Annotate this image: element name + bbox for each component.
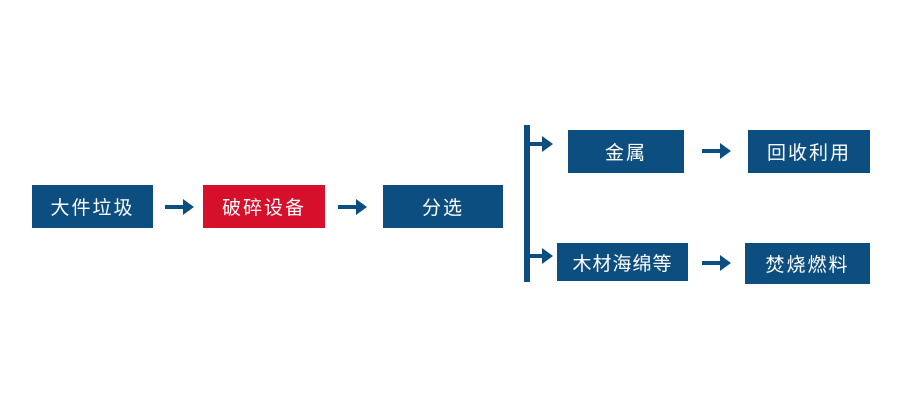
arrow-right-icon	[338, 195, 368, 219]
split-branch-icon	[518, 120, 578, 285]
node-crusher[interactable]: 破碎设备	[203, 185, 325, 228]
node-recycle[interactable]: 回收利用	[748, 130, 870, 173]
arrow-right-icon	[702, 251, 732, 275]
arrow-right-icon	[702, 139, 732, 163]
node-incineration-fuel[interactable]: 焚烧燃料	[745, 243, 870, 284]
node-bulky-waste[interactable]: 大件垃圾	[32, 185, 153, 228]
node-metal[interactable]: 金属	[568, 130, 684, 173]
arrow-right-icon	[165, 195, 195, 219]
node-sorting[interactable]: 分选	[383, 185, 503, 228]
node-wood-sponge[interactable]: 木材海绵等	[557, 243, 688, 281]
